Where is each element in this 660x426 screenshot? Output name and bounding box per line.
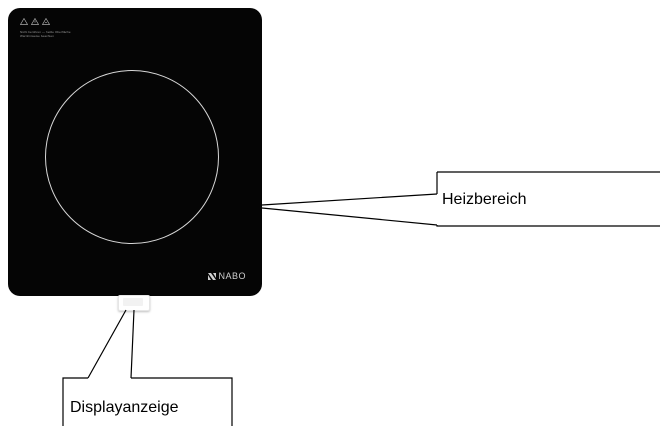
warning-triangle-icon: [31, 18, 39, 25]
display-label-frame: [62, 377, 233, 426]
brand-mark-icon: [208, 272, 217, 280]
warning-triangle-icon: [20, 18, 28, 25]
warning-icons-group: [20, 18, 50, 25]
hot-surface-icon: [42, 18, 50, 25]
warning-fine-print: Nicht berühren — heiße Oberfläche Warnhi…: [20, 30, 90, 38]
induction-cooktop: Nicht berühren — heiße Oberfläche Warnhi…: [8, 8, 262, 296]
heating-area-label: Heizbereich: [442, 191, 527, 208]
heating-area-leader: [261, 193, 438, 226]
fine-print-line: Warnhinweise beachten: [20, 34, 55, 38]
display-screen: [123, 298, 143, 306]
display-label: Displayanzeige: [70, 399, 179, 416]
heating-zone-ring: [45, 70, 219, 244]
heating-area-label-frame: [436, 171, 660, 227]
brand-logo: NABO: [208, 271, 246, 281]
fine-print-line: Nicht berühren — heiße Oberfläche: [20, 30, 71, 34]
display-leader: [87, 309, 135, 379]
brand-name: NABO: [218, 271, 246, 281]
